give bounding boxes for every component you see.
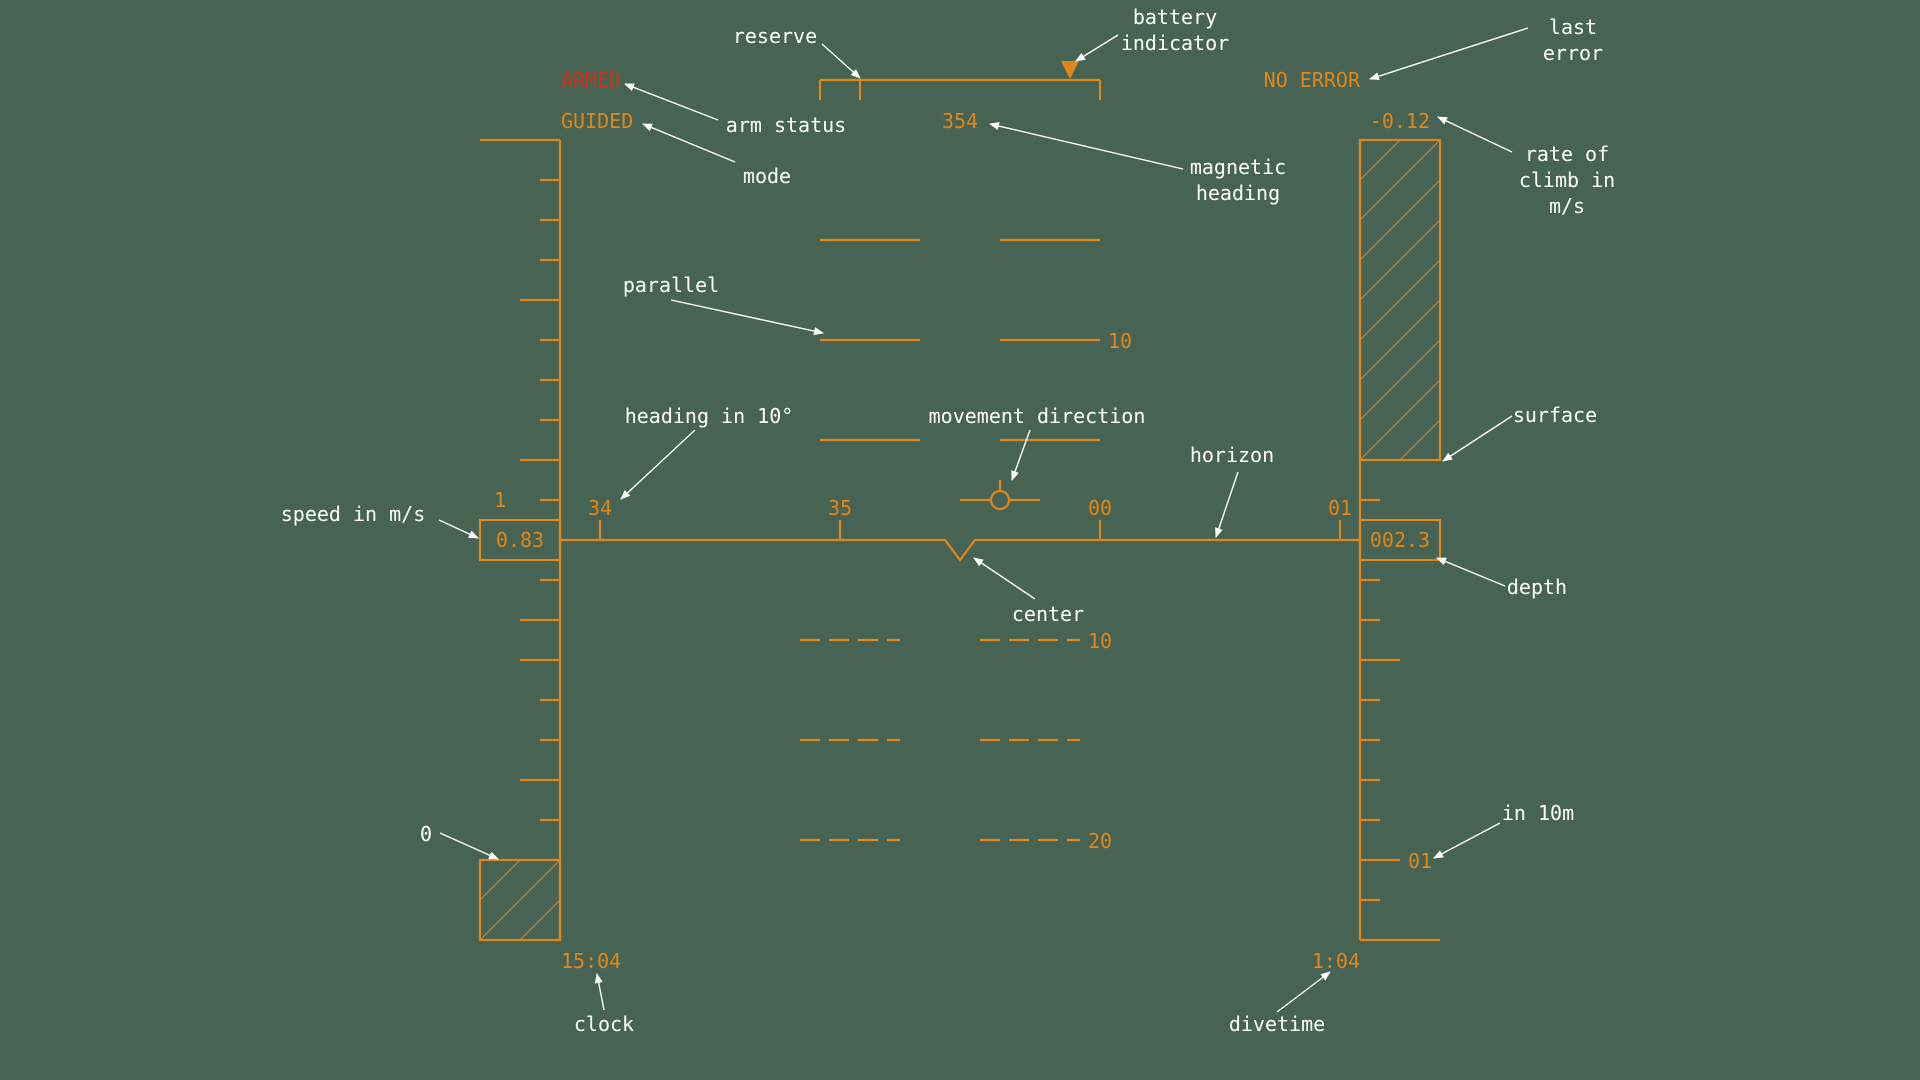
- annotation-depth: depth: [1507, 575, 1567, 599]
- heading-tick-label: 34: [588, 496, 612, 520]
- horizon: 34 35 00 01: [560, 496, 1360, 562]
- rate-of-climb-value: -0.12: [1370, 109, 1430, 133]
- annotation-roc-line2: climb in: [1519, 168, 1615, 192]
- hatch-line: [1360, 179, 1440, 261]
- annotation-heading-in-10: heading in 10°: [625, 404, 794, 428]
- annotation-divetime: divetime: [1229, 1012, 1325, 1036]
- hatch-line: [1360, 299, 1440, 381]
- hatch-line: [1360, 140, 1440, 221]
- speed-scale: 0.83 1: [478, 138, 562, 942]
- pitch-label: 10: [1108, 329, 1132, 353]
- annotation-arm-status: arm status: [726, 113, 846, 137]
- annotation-roc-line3: m/s: [1549, 194, 1585, 218]
- heading-tick-label: 00: [1088, 496, 1112, 520]
- annotation-battery-line1: battery: [1133, 5, 1217, 29]
- annotation-roc-line1: rate of: [1525, 142, 1609, 166]
- annotation-clock: clock: [574, 1012, 634, 1036]
- speed-scale-label-1: 1: [494, 488, 506, 512]
- hatch-line: [1360, 259, 1440, 341]
- battery-bar: [818, 61, 1102, 100]
- arm-status: ARMED: [561, 68, 621, 92]
- annotation-parallel: parallel: [623, 273, 719, 297]
- heading-tick-label: 35: [828, 496, 852, 520]
- battery-indicator-triangle: [1061, 61, 1079, 79]
- annotation-mode: mode: [743, 164, 791, 188]
- annotation-horizon: horizon: [1190, 443, 1274, 467]
- annotation-reserve: reserve: [733, 24, 817, 48]
- pitch-label: 20: [1088, 829, 1112, 853]
- annotation-center: center: [1012, 602, 1084, 626]
- mode: GUIDED: [561, 109, 633, 133]
- depth-value: 002.3: [1370, 528, 1430, 552]
- annotation-magnetic-heading-line2: heading: [1196, 181, 1280, 205]
- annotation-surface: surface: [1513, 403, 1597, 427]
- annotation-battery-line2: indicator: [1121, 31, 1229, 55]
- rate-of-climb-hatch: [1360, 140, 1440, 460]
- magnetic-heading-value: 354: [942, 109, 978, 133]
- divetime: 1:04: [1312, 949, 1360, 973]
- speed-value: 0.83: [496, 528, 544, 552]
- annotation-magnetic-heading-line1: magnetic: [1190, 155, 1286, 179]
- annotation-speed: speed in m/s: [281, 502, 426, 526]
- clock: 15:04: [561, 949, 621, 973]
- center-marker: [920, 538, 1000, 562]
- depth-scale: 002.3 01: [1358, 138, 1442, 942]
- hatch-line: [1360, 339, 1440, 421]
- annotations: reserve battery indicator last error arm…: [281, 5, 1615, 1036]
- pitch-ladder-up: 10: [820, 238, 1132, 442]
- annotation-movement-direction: movement direction: [929, 404, 1146, 428]
- pitch-label: 10: [1088, 629, 1112, 653]
- speed-zero-hatch: [480, 860, 560, 940]
- heading-tick-label: 01: [1328, 496, 1352, 520]
- hatch-line: [1360, 219, 1440, 301]
- depth-scale-mark: 01: [1408, 849, 1432, 873]
- hatch-line: [1399, 419, 1440, 460]
- hatch-line: [1360, 379, 1440, 460]
- annotation-last-error-line1: last: [1549, 15, 1597, 39]
- annotation-last-error-line2: error: [1543, 41, 1603, 65]
- last-error: NO ERROR: [1264, 68, 1361, 92]
- annotation-zero: 0: [420, 822, 432, 846]
- movement-direction-symbol: [960, 480, 1040, 511]
- pitch-ladder-down: 10 20: [800, 629, 1112, 853]
- annotation-in-10m: in 10m: [1502, 801, 1574, 825]
- hatch-line: [1360, 140, 1401, 181]
